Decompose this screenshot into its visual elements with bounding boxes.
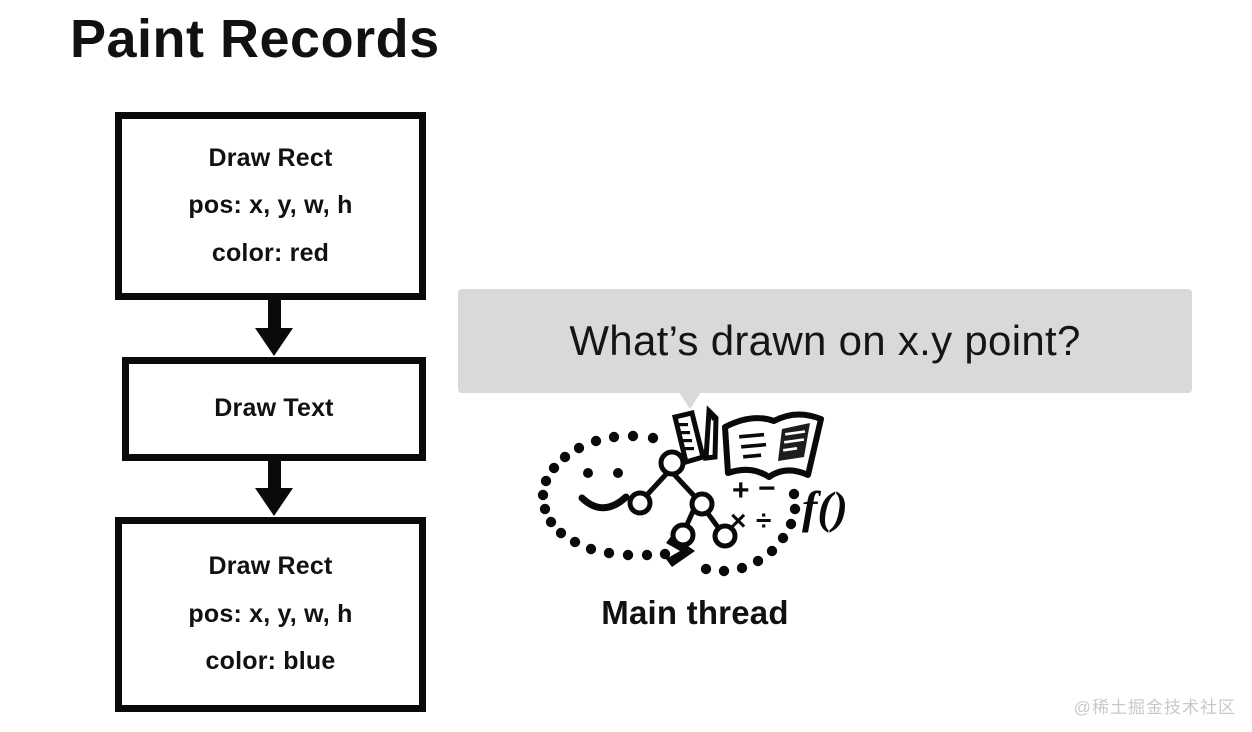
svg-text:×: × <box>730 505 746 536</box>
function-notation-icon: f() <box>802 482 848 533</box>
question-bubble-text: What’s drawn on x.y point? <box>569 317 1081 364</box>
math-operators-icon: + − × ÷ <box>730 472 776 536</box>
paint-record-box-draw-text: Draw Text <box>122 357 426 461</box>
arrow-shaft <box>267 461 281 489</box>
node-tree-icon <box>627 449 738 549</box>
record-line-color: color: red <box>211 238 330 267</box>
dotted-ellipse-icon <box>537 430 801 577</box>
ruler-icon <box>671 410 707 466</box>
watermark: @稀土掘金技术社区 <box>1073 698 1236 717</box>
paint-record-box-draw-rect-red: Draw Rect pos: x, y, w, h color: red <box>115 112 426 300</box>
pencil-icon <box>703 405 719 461</box>
record-line-pos: pos: x, y, w, h <box>188 599 353 628</box>
smiley-face-icon <box>578 468 630 512</box>
question-bubble-tail-icon <box>679 392 701 409</box>
page-title: Paint Records <box>70 9 440 69</box>
svg-text:−: − <box>758 472 776 505</box>
record-line-pos: pos: x, y, w, h <box>188 191 353 220</box>
svg-text:f(): f() <box>802 482 848 533</box>
arrow-head <box>255 328 293 356</box>
record-line-color: color: blue <box>205 647 336 676</box>
arrow-shaft <box>267 300 281 329</box>
arrow-head <box>255 488 293 516</box>
record-line-operation: Draw Rect <box>208 552 333 581</box>
question-bubble: What’s drawn on x.y point? <box>458 289 1192 393</box>
svg-text:÷: ÷ <box>756 505 771 536</box>
main-thread-illustration: + − × ÷ f() <box>520 405 870 595</box>
main-thread-label: Main thread <box>601 594 789 631</box>
record-line-operation: Draw Rect <box>208 143 333 172</box>
open-book-icon <box>722 411 824 480</box>
record-line-operation: Draw Text <box>214 394 334 423</box>
chevron-right-icon <box>666 535 695 567</box>
svg-text:+: + <box>732 474 750 507</box>
arrow-down-icon-rect-to-text <box>255 300 293 356</box>
arrow-down-icon-text-to-rect <box>255 461 293 516</box>
paint-record-box-draw-rect-blue: Draw Rect pos: x, y, w, h color: blue <box>115 517 426 712</box>
